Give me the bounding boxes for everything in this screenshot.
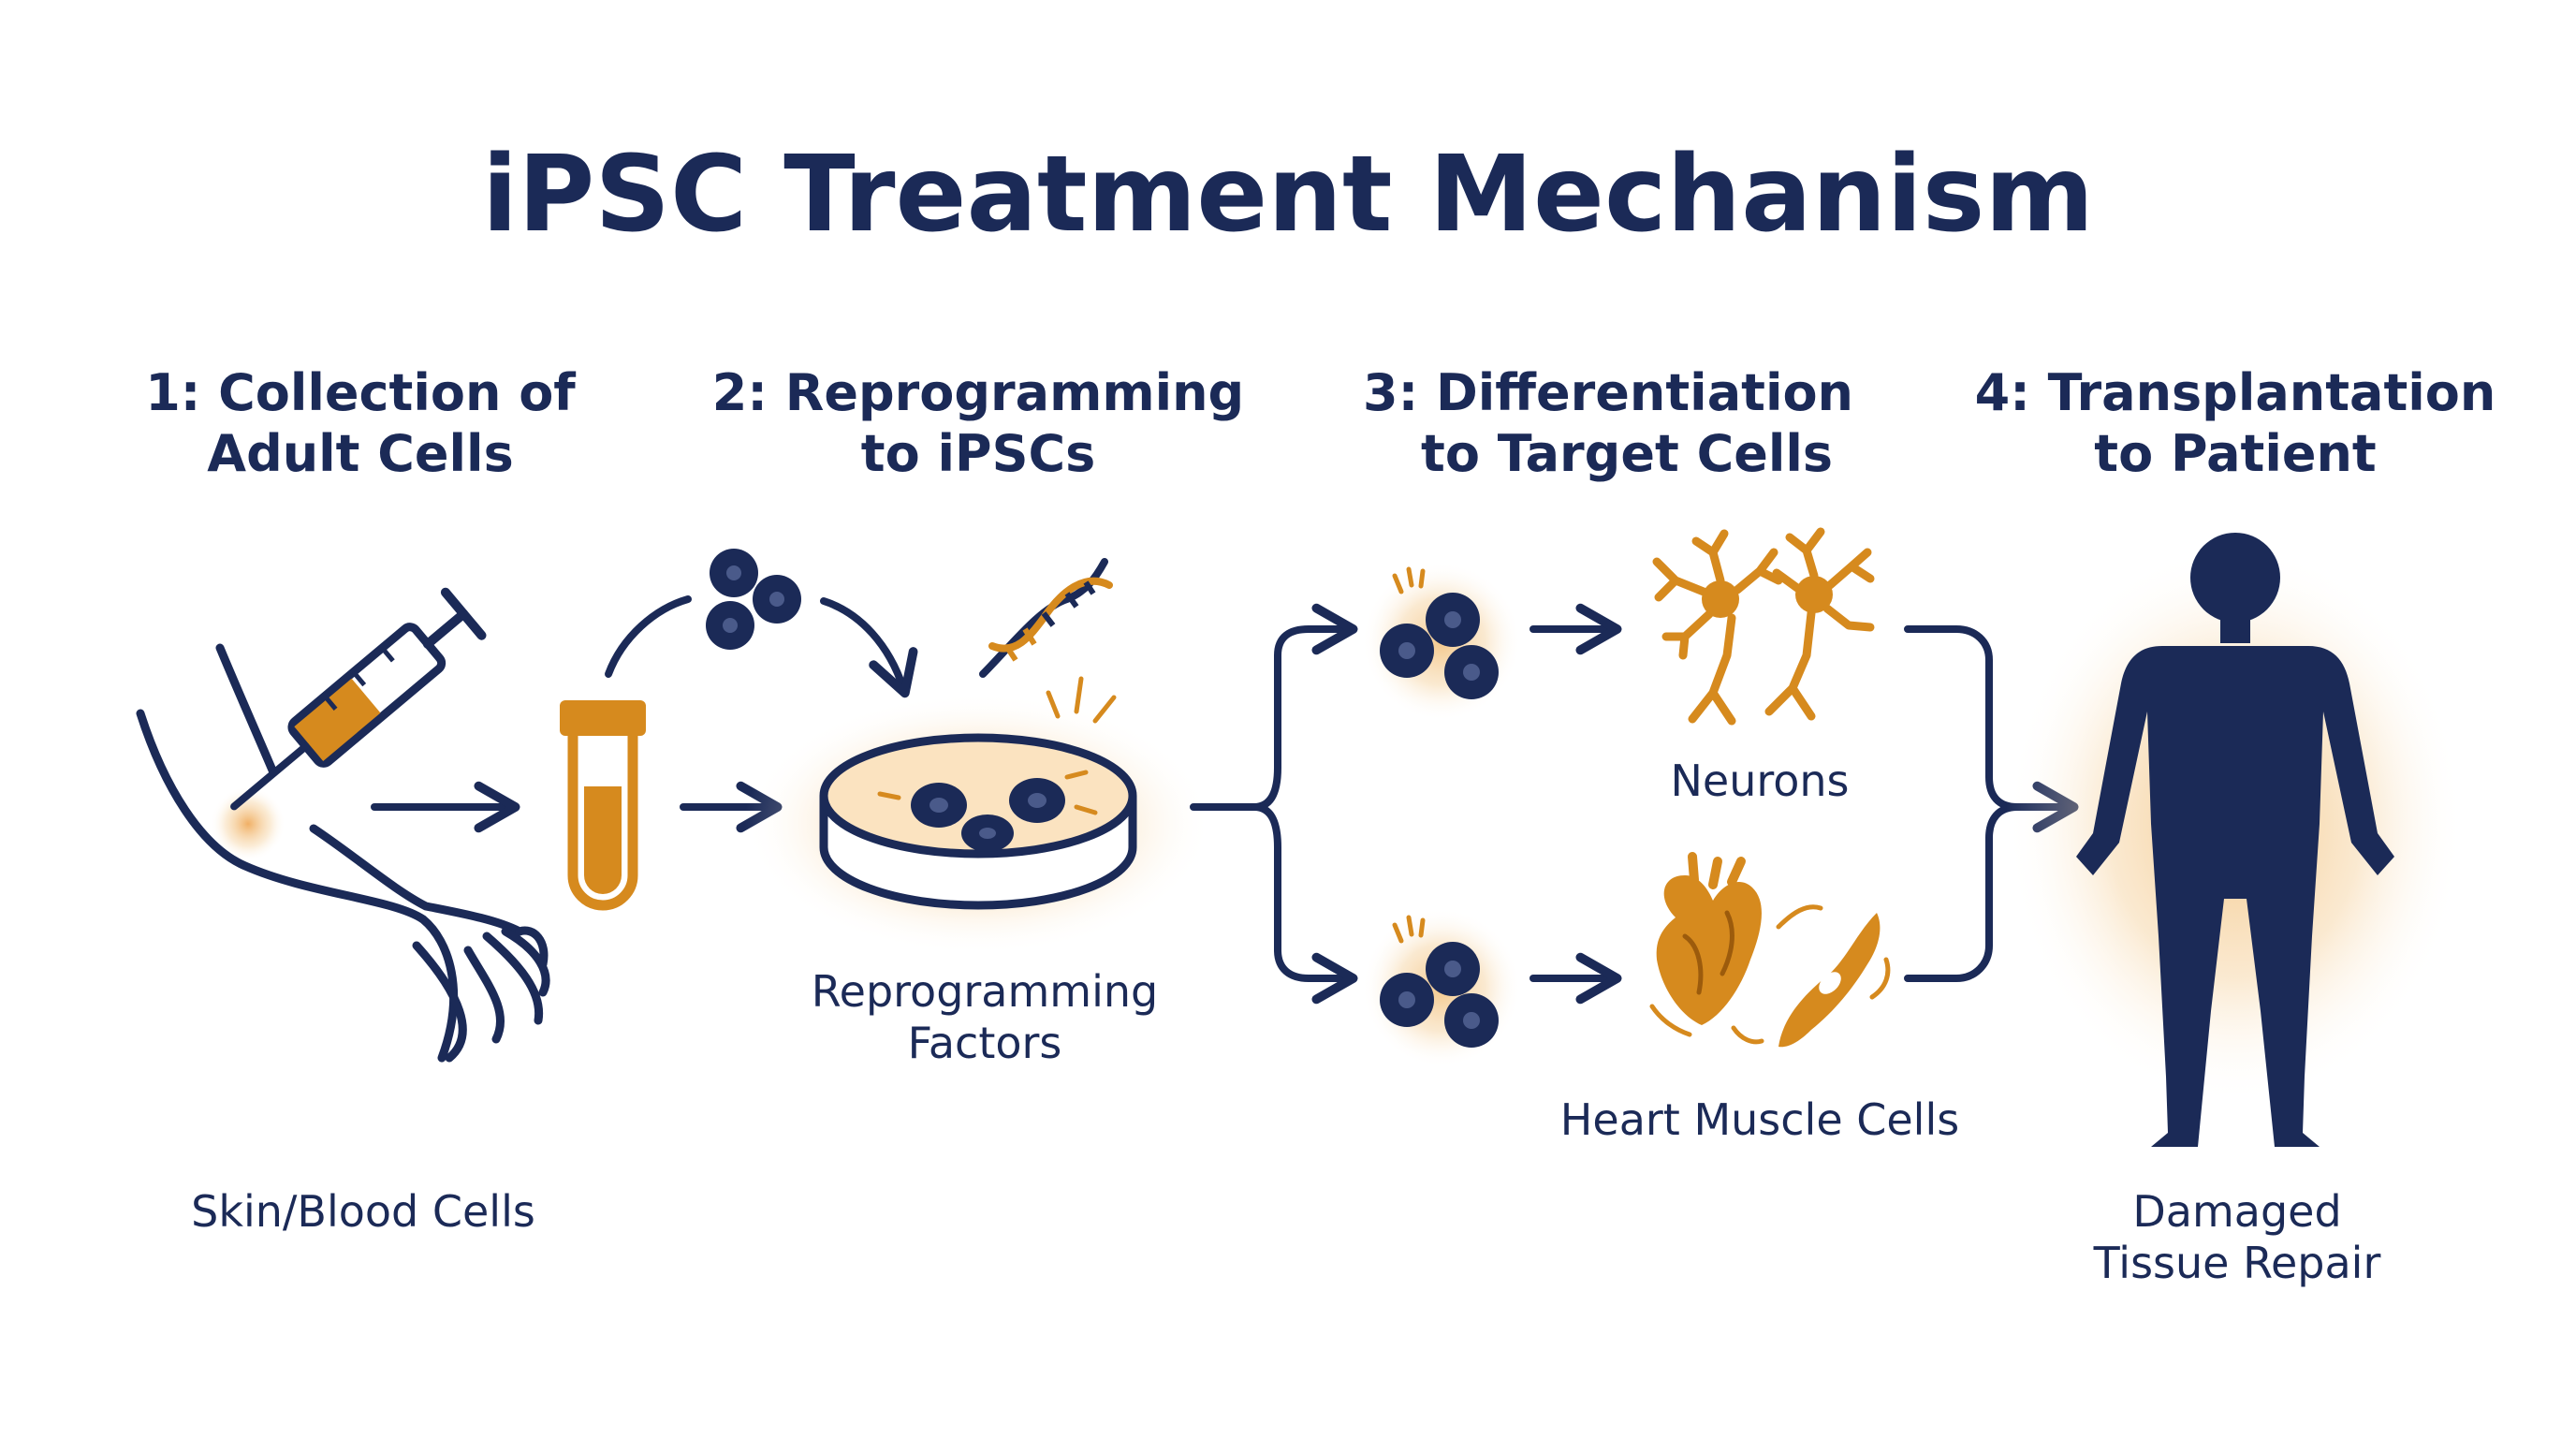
step-heading-1: 1: Collection of Adult Cells [145, 363, 576, 483]
svg-text:Tissue Repair: Tissue Repair [2093, 1238, 2381, 1288]
damaged-tissue-label: Damaged Tissue Repair [2093, 1186, 2381, 1288]
petri-dish-icon [744, 676, 1212, 955]
human-body-icon [2006, 533, 2465, 1147]
neurons-label: Neurons [1670, 756, 1849, 806]
svg-text:4: Transplantation: 4: Transplantation [1975, 363, 2496, 422]
arrow-icon [820, 597, 918, 698]
muscle-cell-icon [1776, 904, 1891, 1048]
svg-text:Damaged: Damaged [2132, 1186, 2341, 1237]
page-title: iPSC Treatment Mechanism [482, 134, 2094, 256]
svg-text:Factors: Factors [908, 1018, 1062, 1068]
svg-text:1: Collection of: 1: Collection of [145, 363, 576, 422]
svg-text:3: Differentiation: 3: Differentiation [1363, 363, 1853, 422]
neuron-icon [1652, 527, 1875, 726]
reprogramming-factors-label: Reprogramming Factors [812, 966, 1159, 1068]
arrow-icon [1190, 603, 1358, 811]
svg-text:to Patient: to Patient [2094, 424, 2376, 483]
arrow-icon [1904, 803, 2021, 982]
step-heading-3: 3: Differentiation to Target Cells [1363, 363, 1853, 483]
cell-cluster-icon [1362, 562, 1521, 721]
dna-icon [979, 558, 1113, 678]
svg-text:to iPSCs: to iPSCs [861, 424, 1095, 483]
skin-blood-label: Skin/Blood Cells [191, 1186, 535, 1237]
arrow-icon [1251, 803, 1358, 1005]
step-heading-2: 2: Reprogramming to iPSCs [712, 363, 1244, 483]
syringe-icon [230, 587, 487, 811]
svg-text:Adult Cells: Adult Cells [207, 424, 513, 483]
cell-cluster-icon [1362, 908, 1521, 1067]
arrow-icon [605, 595, 692, 678]
heart-icon [1649, 852, 1764, 1045]
arm-icon [136, 643, 550, 1063]
svg-text:2: Reprogramming: 2: Reprogramming [712, 363, 1244, 422]
step-heading-4: 4: Transplantation to Patient [1975, 363, 2496, 483]
svg-text:to Target Cells: to Target Cells [1421, 424, 1833, 483]
svg-text:Reprogramming: Reprogramming [812, 966, 1159, 1017]
heart-muscle-label: Heart Muscle Cells [1560, 1094, 1959, 1145]
cell-cluster-icon [706, 549, 801, 650]
test-tube-icon [560, 700, 646, 911]
